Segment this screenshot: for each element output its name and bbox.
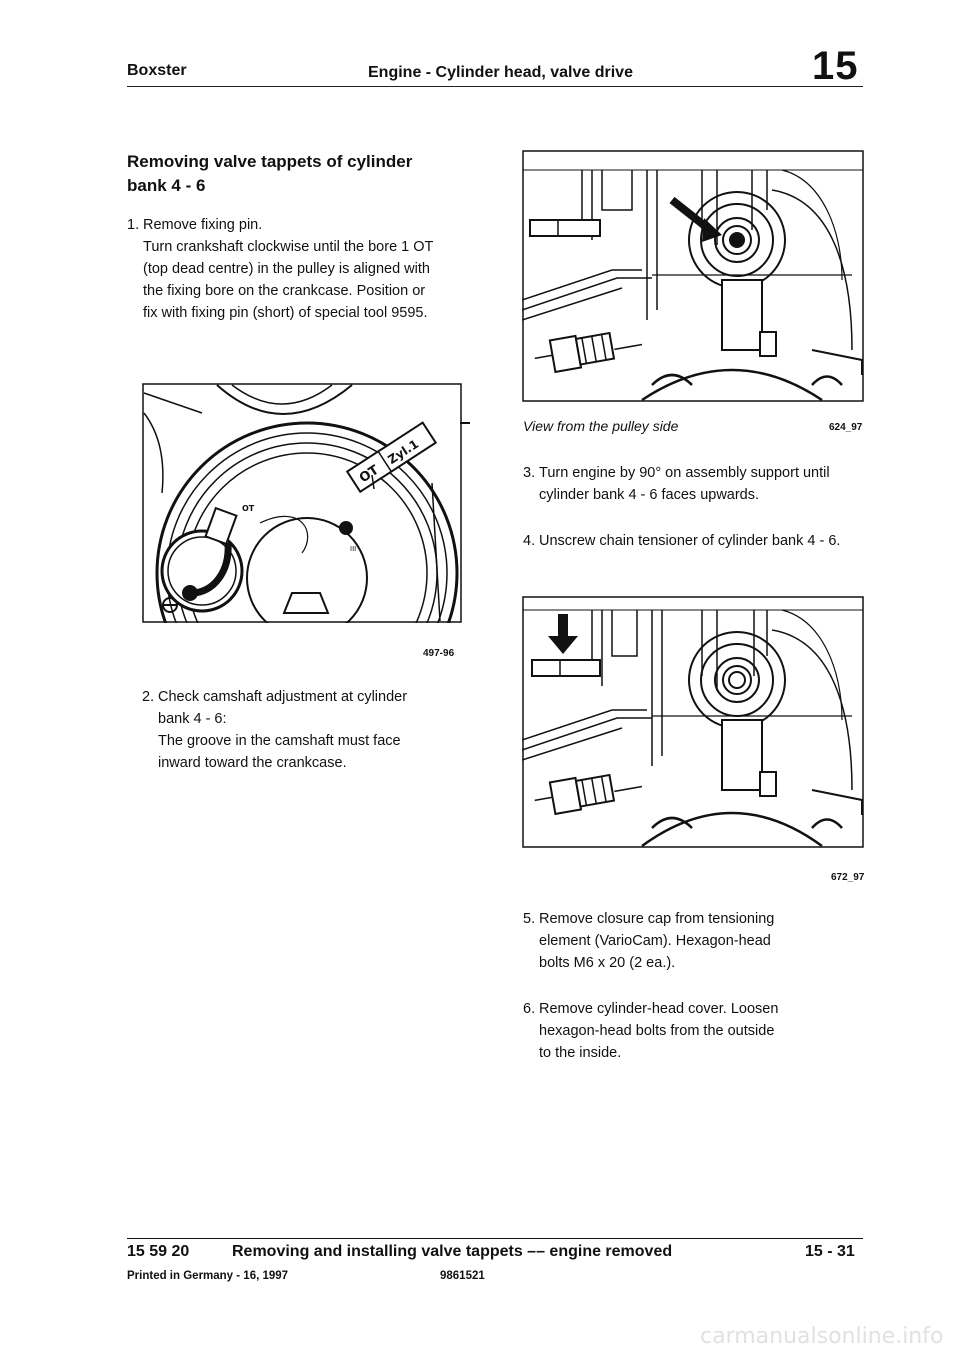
step-1-number: 1.	[127, 217, 140, 233]
section-title-line1: Removing valve tappets of cylinder	[127, 152, 413, 171]
footer-title: Removing and installing valve tappets ––…	[232, 1243, 673, 1260]
step-2-line: bank 4 - 6:	[158, 711, 227, 727]
watermark: carmanualsonline.info	[700, 1324, 944, 1349]
figure-pulley-ot-mark: OT Zyl.1 III OT	[142, 383, 472, 623]
pulley-illustration: OT Zyl.1 III OT	[142, 383, 470, 623]
step-6: 6.Remove cylinder-head cover. Loosen hex…	[523, 998, 868, 1064]
step-5-line: element (VarioCam). Hexagon-head	[539, 933, 771, 949]
step-3-number: 3.	[523, 465, 536, 481]
footer-part-number: 9861521	[440, 1270, 485, 1282]
step-4: 4.Unscrew chain tensioner of cylinder ba…	[523, 530, 868, 552]
header-group-number: 15	[812, 44, 859, 88]
figure-2-id: 624_97	[829, 422, 863, 433]
step-3-text: Turn engine by 90° on assembly support u…	[539, 465, 830, 481]
mark-ot-label-2: OT	[242, 504, 255, 513]
step-2-line: inward toward the crankcase.	[158, 755, 347, 771]
step-1-line: fix with fixing pin (short) of special t…	[143, 305, 428, 321]
mark-iii-label: III	[350, 545, 356, 553]
footer-repair-code: 15 59 20	[127, 1243, 190, 1260]
header-rule	[127, 86, 863, 87]
step-3-line: cylinder bank 4 - 6 faces upwards.	[539, 487, 760, 503]
footer-rule	[127, 1238, 863, 1239]
footer-page-number: 15 - 31	[805, 1243, 855, 1260]
figure-pulley-side-view	[522, 150, 864, 402]
step-5-line: bolts M6 x 20 (2 ea.).	[539, 955, 676, 971]
step-5-number: 5.	[523, 911, 536, 927]
step-1-line: Turn crankshaft clockwise until the bore…	[143, 239, 434, 255]
figure-chain-tensioner	[522, 596, 864, 848]
section-title-line2: bank 4 - 6	[127, 176, 206, 195]
step-2-line: The groove in the camshaft must face	[158, 733, 401, 749]
chain-tensioner-illustration	[522, 596, 864, 848]
footer-printed: Printed in Germany - 16, 1997	[127, 1270, 289, 1282]
step-4-text: Unscrew chain tensioner of cylinder bank…	[539, 533, 841, 549]
step-4-number: 4.	[523, 533, 536, 549]
header-section: Engine - Cylinder head, valve drive	[368, 64, 633, 81]
step-2-number: 2.	[142, 689, 155, 705]
step-3: 3.Turn engine by 90° on assembly support…	[523, 462, 868, 506]
step-6-line: hexagon-head bolts from the outside	[539, 1023, 775, 1039]
figure-3-id: 672_97	[831, 872, 865, 883]
step-1-line: the fixing bore on the crankcase. Positi…	[143, 283, 426, 299]
step-5-text: Remove closure cap from tensioning	[539, 911, 775, 927]
step-1-text: Remove fixing pin.	[143, 217, 263, 233]
step-1-line: (top dead centre) in the pulley is align…	[143, 261, 430, 277]
section-title: Removing valve tappets of cylinder bank …	[127, 150, 412, 198]
step-6-text: Remove cylinder-head cover. Loosen	[539, 1001, 779, 1017]
step-6-line: to the inside.	[539, 1045, 622, 1061]
step-5: 5.Remove closure cap from tensioning ele…	[523, 908, 868, 974]
step-2-text: Check camshaft adjustment at cylinder	[158, 689, 408, 705]
header-model: Boxster	[127, 62, 187, 79]
pulley-side-illustration	[522, 150, 864, 402]
step-2: 2.Check camshaft adjustment at cylinder …	[142, 686, 462, 774]
figure-2-caption: View from the pulley side	[523, 418, 679, 434]
figure-1-id: 497-96	[423, 648, 455, 659]
step-1: 1.Remove fixing pin. Turn crankshaft clo…	[127, 214, 472, 324]
step-6-number: 6.	[523, 1001, 536, 1017]
